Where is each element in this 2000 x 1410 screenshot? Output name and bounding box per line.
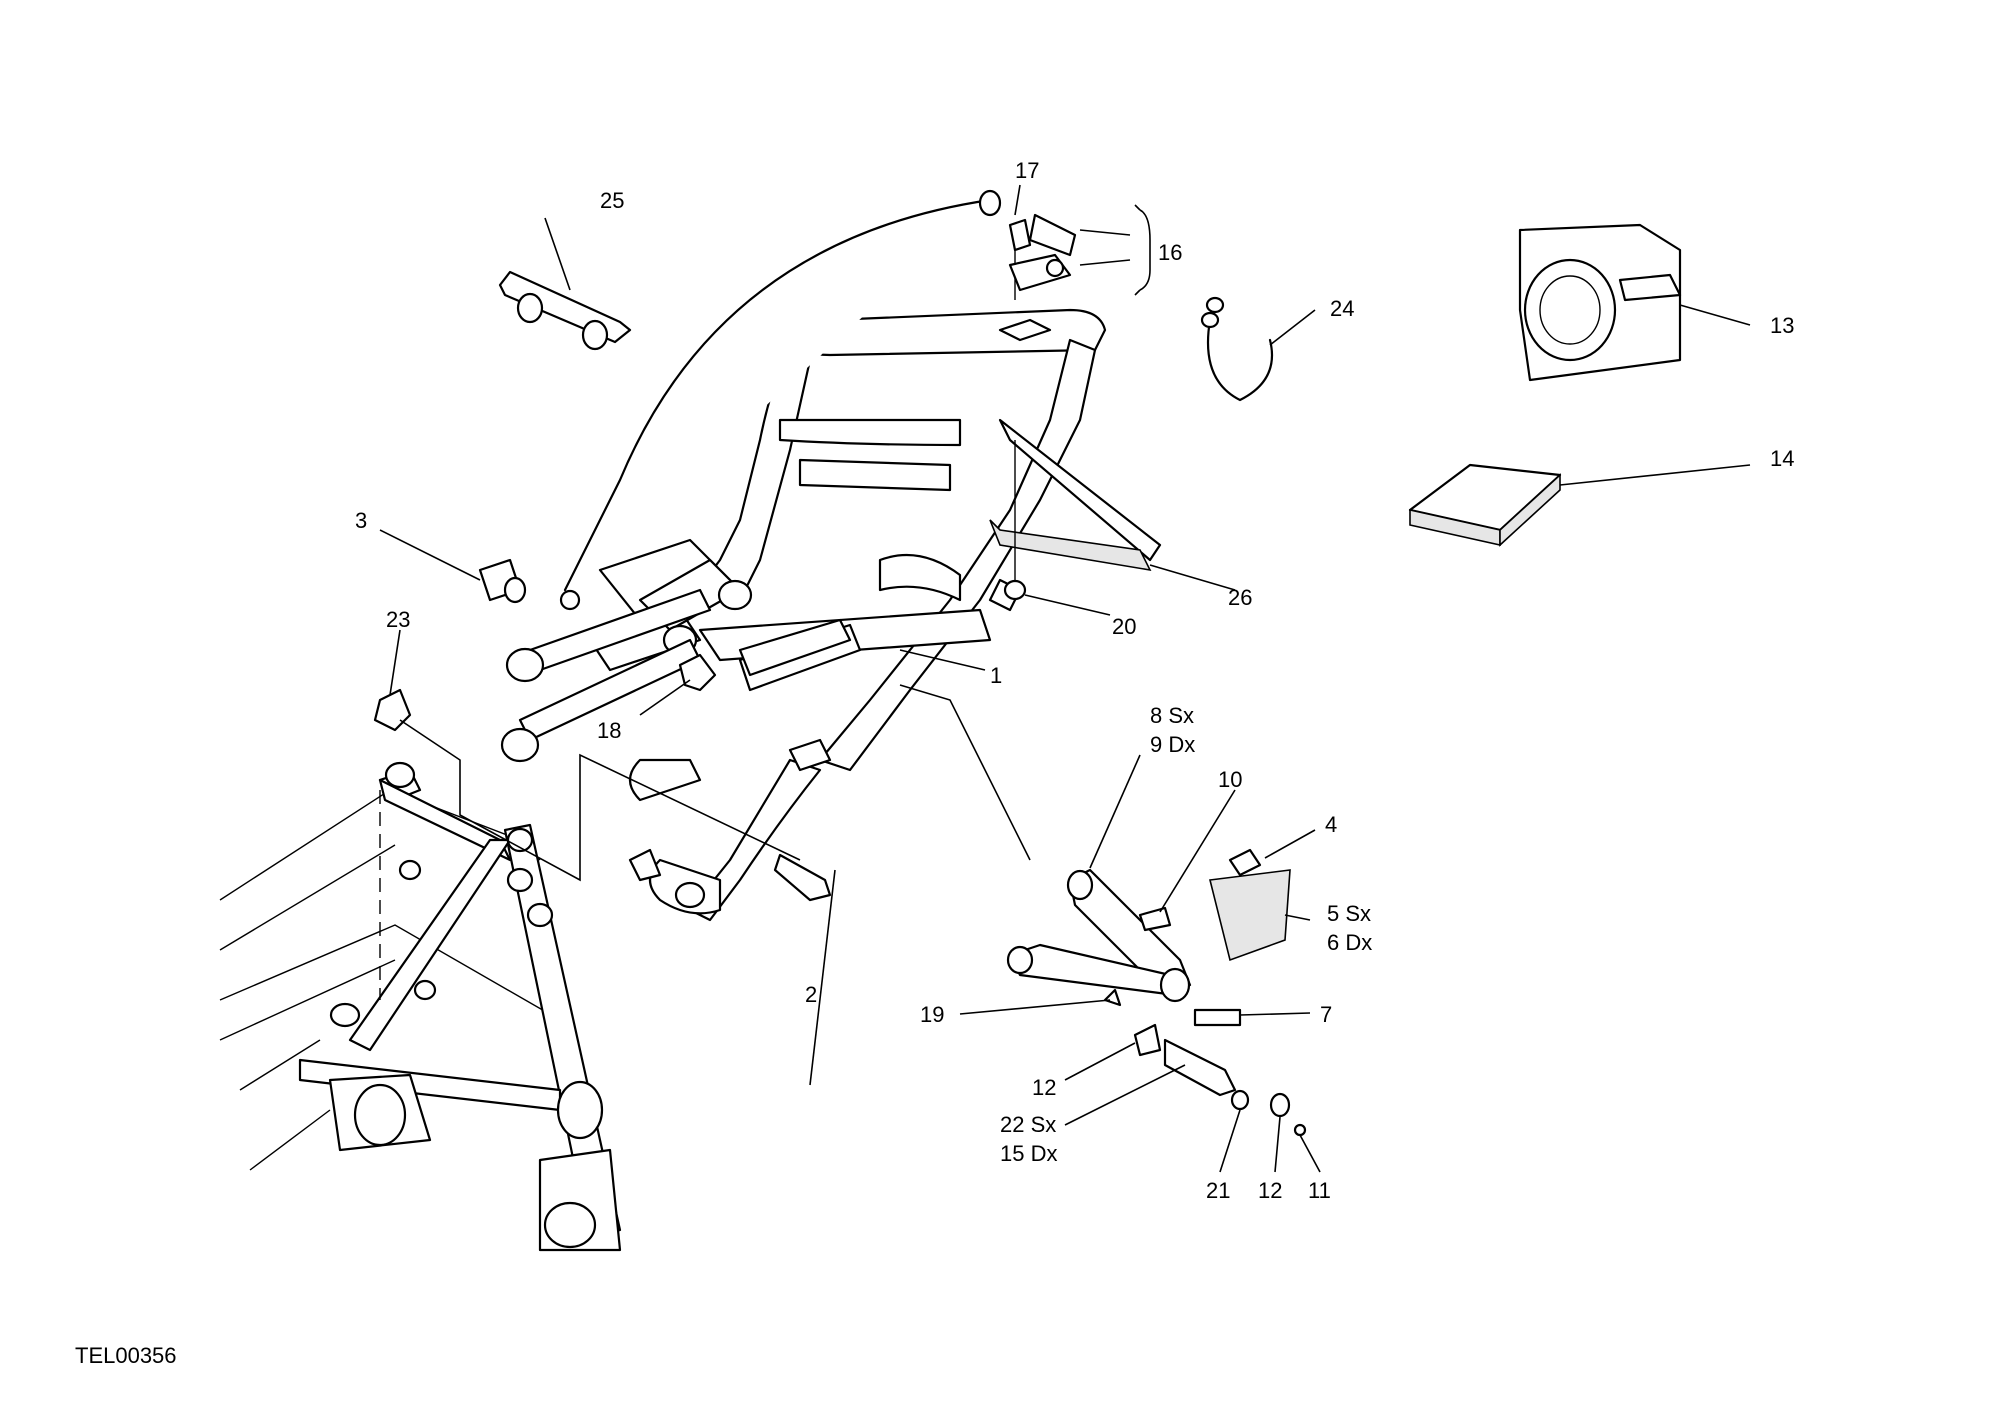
callout-23: 23: [386, 607, 410, 632]
callout-24: 24: [1330, 296, 1354, 321]
callout-19: 19: [920, 1002, 944, 1027]
callout-17: 17: [1015, 158, 1039, 183]
callout-25: 25: [600, 188, 624, 213]
callout-20: 20: [1112, 614, 1136, 639]
callout-9: 9 Dx: [1150, 732, 1195, 757]
callout-26: 26: [1228, 585, 1252, 610]
callout-14: 14: [1770, 446, 1794, 471]
callout-2: 2: [805, 982, 817, 1007]
callout-15: 15 Dx: [1000, 1141, 1057, 1166]
leader-lines: [379, 184, 1751, 1173]
callout-16: 16: [1158, 240, 1182, 265]
callout-5: 5 Sx: [1327, 901, 1371, 926]
callout-6: 6 Dx: [1327, 930, 1372, 955]
seat-cable-drawing: [498, 189, 1002, 611]
callout-1: 1: [990, 663, 1002, 688]
callout-labels: 25 17 16 24 13 14 3 23 26 20 1 18 8 Sx 9…: [355, 158, 1794, 1203]
callout-7: 7: [1320, 1002, 1332, 1027]
rear-subframe-drawing: [500, 308, 1162, 922]
callout-12-right: 12: [1258, 1178, 1282, 1203]
callout-11: 11: [1308, 1178, 1331, 1203]
small-parts-drawing: [373, 213, 1682, 902]
callout-3: 3: [355, 508, 367, 533]
callout-10: 10: [1218, 767, 1242, 792]
callout-22: 22 Sx: [1000, 1112, 1056, 1137]
callout-13: 13: [1770, 313, 1794, 338]
main-frame-drawing: [219, 761, 622, 1252]
callout-18: 18: [597, 718, 621, 743]
callout-12-left: 12: [1032, 1075, 1056, 1100]
callout-8: 8 Sx: [1150, 703, 1194, 728]
callout-21: 21: [1206, 1178, 1230, 1203]
footpeg-assembly-drawing: [1006, 848, 1307, 1137]
callout-4: 4: [1325, 812, 1337, 837]
drawing-code: TEL00356: [75, 1343, 177, 1368]
